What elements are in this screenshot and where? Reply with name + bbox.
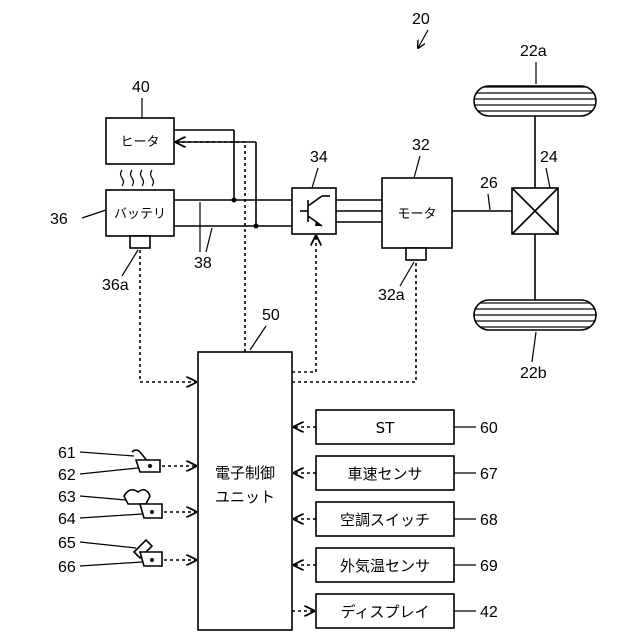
wheel-bottom-number: 22b [520,365,547,382]
shaft-leader [488,194,490,210]
speed-sensor-label: 車速センサ [347,465,422,483]
pedal-64-number: 64 [58,511,76,528]
heat-waves-icon [121,170,154,186]
heater-number: 40 [132,79,150,96]
speed-sensor-number: 67 [480,466,498,483]
pedal-63-leader [80,496,126,500]
wheel-bottom-leader [532,332,536,362]
wheel-bottom-icon [474,300,596,330]
motor-label: モータ [397,207,436,222]
inverter-number: 34 [310,149,328,166]
brake-pedal-icon [124,490,162,518]
motor-sensor-number: 32a [378,287,405,304]
motor-number: 32 [412,137,430,154]
power-line-leader-b [206,228,212,252]
gear-number: 24 [540,149,558,166]
pedal-65-leader [80,542,136,548]
inverter-box [292,188,336,234]
pedal-66-leader [80,562,142,566]
pedal-62-leader [80,468,138,474]
battery-number: 36 [50,211,68,228]
pedal-61-leader [80,452,134,456]
battery-sensor-leader [122,250,138,276]
st-label: ST [376,419,396,437]
ecu-number: 50 [262,307,280,324]
ecu-leader [250,326,266,350]
temp-sensor-label: 外気温センサ [340,557,430,575]
system-label: 20 [412,11,430,28]
battery-leader [82,210,106,218]
gear-leader [546,168,550,188]
ac-switch-label: 空調スイッチ [340,511,430,529]
wheel-top-number: 22a [520,43,547,60]
motor-sensor-icon [406,248,426,260]
display-label: ディスプレイ [341,603,430,621]
st-number: 60 [480,420,498,437]
system-leader [418,30,428,48]
wheel-top-icon [474,86,596,116]
temp-sensor-number: 69 [480,558,498,575]
battery-sensor-number: 36a [102,277,129,294]
pedal-64-leader [80,514,142,518]
pedal-65-number: 65 [58,535,76,552]
motor-leader [414,156,420,178]
motor-sensor-leader [400,262,414,286]
pedal-62-number: 62 [58,467,76,484]
power-lines [174,130,292,229]
inverter-leader [312,168,318,188]
pedal-61-number: 61 [58,445,76,462]
pedal-66-number: 66 [58,559,76,576]
pedal-63-number: 63 [58,489,76,506]
shaft-number: 26 [480,175,498,192]
ecu-label-line1: 電子制御 [215,464,275,482]
ac-switch-number: 68 [480,512,498,529]
display-number: 42 [480,604,498,621]
power-line-number: 38 [194,255,212,272]
battery-sensor-icon [130,236,150,248]
signal-lines [140,142,416,382]
heater-label: ヒータ [120,135,159,150]
ecu-label-line2: ユニット [215,488,275,506]
battery-label: バッテリ [114,207,166,222]
